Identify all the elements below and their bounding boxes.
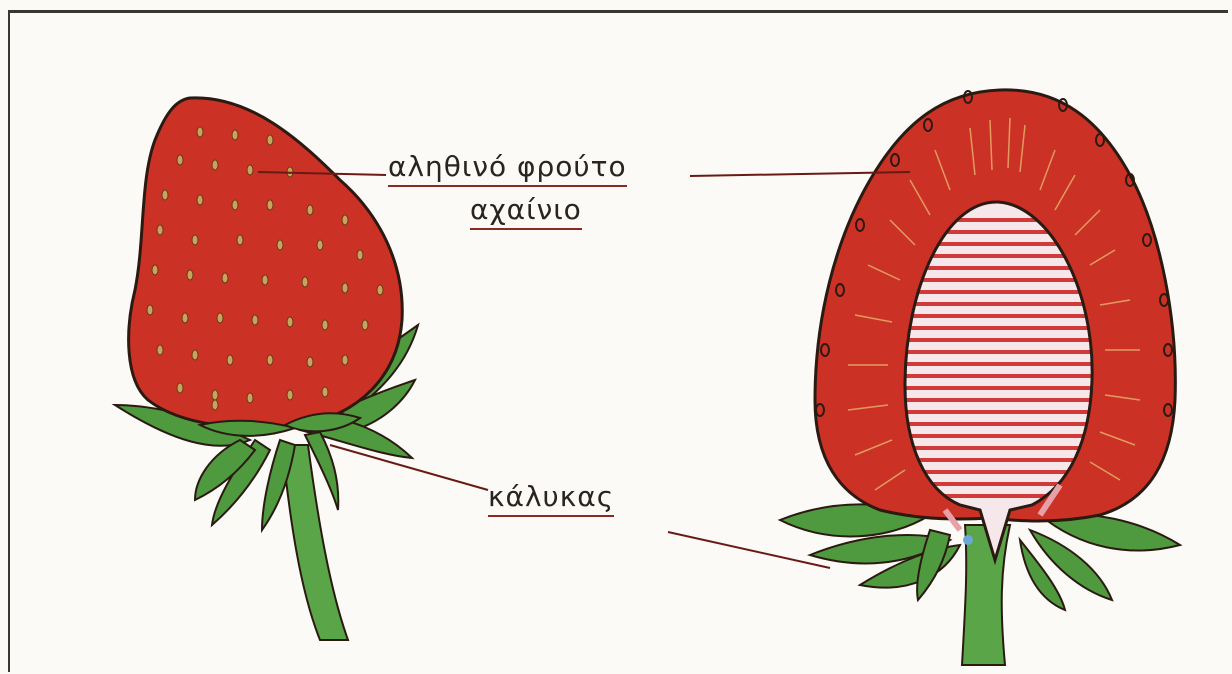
whole-strawberry: [115, 98, 418, 640]
sectioned-strawberry: [780, 90, 1180, 665]
left-stem: [282, 445, 348, 640]
label-true-fruit: αληθινό φρούτο: [388, 150, 627, 187]
vascular-dot: [963, 535, 973, 545]
label-calyx: κάλυκας: [488, 480, 614, 517]
leader-calyx-right: [668, 532, 830, 568]
leader-calyx-left: [330, 445, 488, 490]
label-achene: αχαίνιο: [470, 193, 582, 230]
right-stem: [962, 525, 1010, 665]
left-berry-body: [129, 98, 403, 428]
